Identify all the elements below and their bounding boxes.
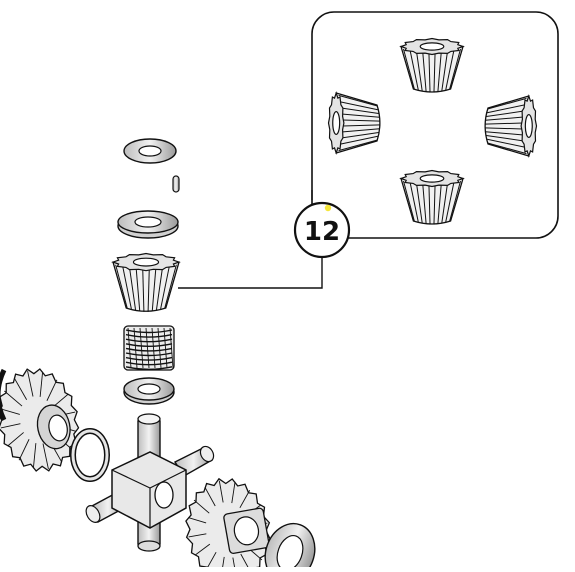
pinion-gear-body [111,252,181,312]
inset-gear-top [399,37,465,93]
roll-pin [172,175,180,193]
callout-number: 12 [304,217,340,247]
thrust-washer-bottom [123,377,175,405]
inset-gear-left [327,91,381,155]
inset-gear-bottom [399,169,465,225]
inset-frame [311,11,559,239]
flat-washer [117,210,179,239]
compression-spring [123,325,175,371]
inset-gear-set [327,37,538,225]
callout-bubble: 12 [293,201,351,259]
leader-line-gear [178,256,323,289]
edge-ring [0,368,7,422]
snap-ring [70,428,110,482]
pinion-gear-12 [111,252,181,312]
callout-circle [293,201,351,259]
side-gear-right [185,477,271,572]
inset-gear-right [484,94,538,158]
differential-spider [85,413,215,552]
thrust-washer-top [123,138,177,164]
side-gear-left [0,368,80,472]
callout-dot [324,204,332,212]
